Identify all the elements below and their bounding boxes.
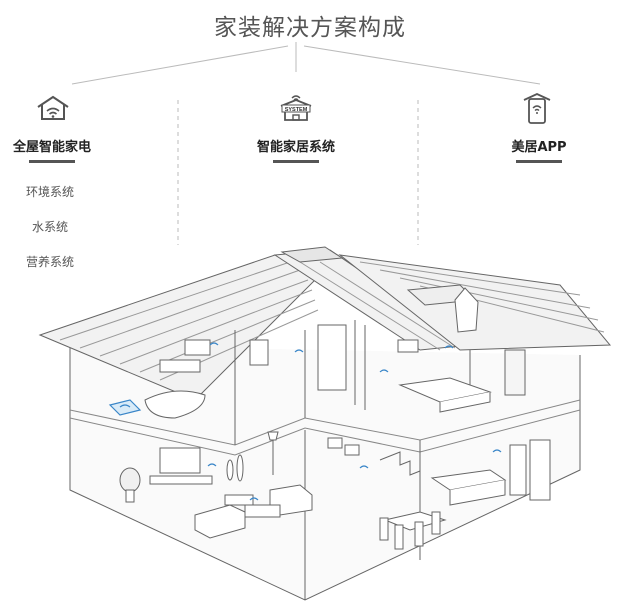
sub-item-environment: 环境系统 xyxy=(25,185,74,199)
sub-item-nutrition: 营养系统 xyxy=(25,255,74,269)
system-icon-text: SYSTEM xyxy=(285,107,308,113)
column-underline xyxy=(273,160,319,163)
column-underline xyxy=(516,160,562,163)
phone-app-icon xyxy=(523,93,551,124)
sub-item-water: 水系统 xyxy=(31,220,68,234)
column-title-app: 美居APP xyxy=(511,140,567,155)
column-title-appliances: 全屋智能家电 xyxy=(12,140,91,155)
diagram-title: 家装解决方案构成 xyxy=(214,15,406,41)
column-underline xyxy=(29,160,75,163)
column-title-system: 智能家居系统 xyxy=(256,140,335,155)
house-wifi-icon xyxy=(37,95,69,120)
system-house-icon: SYSTEM xyxy=(280,95,312,121)
